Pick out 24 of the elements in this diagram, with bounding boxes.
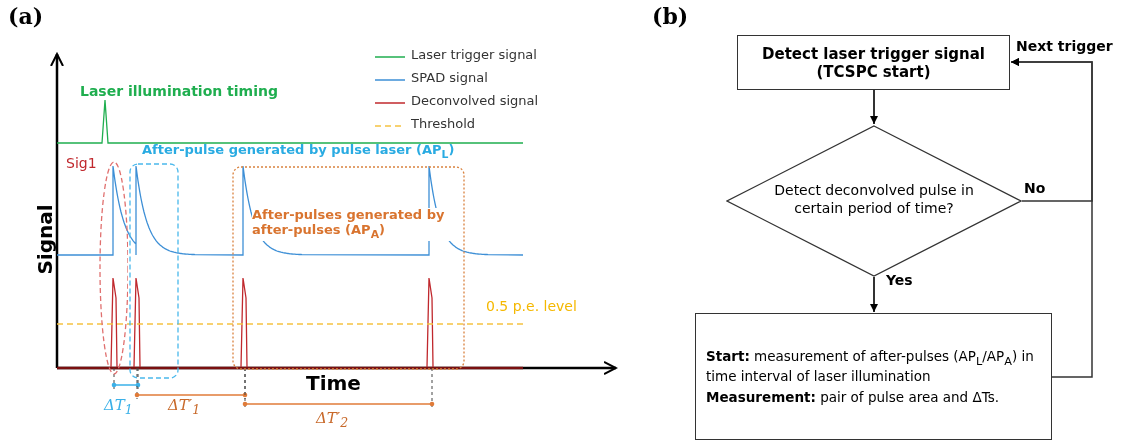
box-heading: After-pulse generated by pulse laser (AP$_{L}$) xyxy=(142,143,455,162)
legend-label: SPAD signal xyxy=(411,71,488,86)
box-text: Detect laser trigger signal (TCSPC start) xyxy=(761,44,986,81)
panel-label: (b) xyxy=(652,4,689,30)
threshold-label: 0.5 p.e. level xyxy=(486,298,577,315)
dimension-label: ΔT$_{1}$ xyxy=(104,397,133,418)
arrow xyxy=(870,89,878,125)
decision-text: Detect deconvolved pulse in certain period of time? xyxy=(773,181,975,218)
panel-label: (a) xyxy=(8,4,44,30)
legend-label: Threshold xyxy=(411,117,476,132)
legend-label: Laser trigger signal xyxy=(411,48,537,63)
axis-title: Signal xyxy=(33,204,57,275)
ellipse-label: Sig1 xyxy=(66,155,97,172)
dimension-label: ΔT′$_{2}$ xyxy=(316,410,349,431)
arrow xyxy=(1010,58,1093,378)
legend-label: Deconvolved signal xyxy=(411,94,539,109)
arrow xyxy=(870,276,878,313)
process-box xyxy=(737,35,1010,90)
box-text: Measurement: pair of pulse area and ΔTs. xyxy=(706,388,1001,405)
annotation-text: Laser illumination timing xyxy=(80,83,278,100)
dimension-label: ΔT′$_{1}$ xyxy=(168,397,201,418)
edge-label: Next trigger xyxy=(1014,38,1115,55)
process-box xyxy=(695,313,1052,440)
axis-title: Time xyxy=(306,372,361,395)
